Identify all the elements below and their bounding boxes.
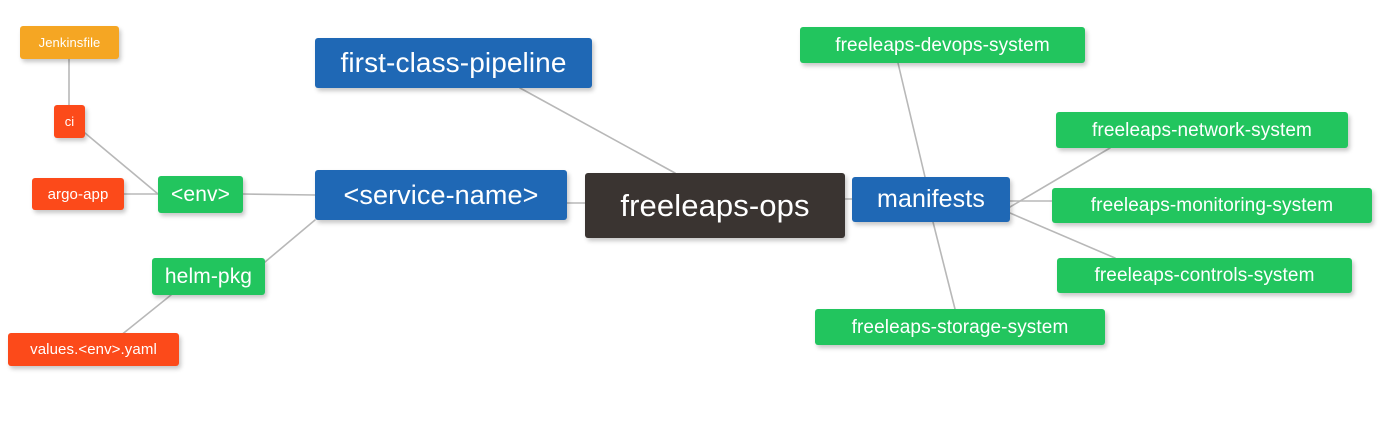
node-freeleaps-devops-system[interactable]: freeleaps-devops-system (800, 27, 1085, 63)
node-label-freeleaps-controls-system: freeleaps-controls-system (1094, 265, 1315, 286)
edge-env-to-service-name (242, 193, 316, 196)
node-label-argo-app: argo-app (47, 185, 109, 203)
node-ci[interactable]: ci (54, 105, 85, 138)
edge-service-name-to-helm-pkg (264, 219, 316, 263)
node-label-jenkinsfile: Jenkinsfile (38, 35, 101, 50)
node-label-freeleaps-network-system: freeleaps-network-system (1092, 119, 1312, 141)
node-freeleaps-monitoring-system[interactable]: freeleaps-monitoring-system (1052, 188, 1372, 223)
edge-manifests-to-freeleaps-devops-system (897, 62, 926, 178)
node-label-ci: ci (64, 114, 75, 129)
node-argo-app[interactable]: argo-app (32, 178, 124, 210)
node-label-first-class-pipeline: first-class-pipeline (340, 47, 567, 78)
node-freeleaps-network-system[interactable]: freeleaps-network-system (1056, 112, 1348, 148)
node-values-yaml[interactable]: values.<env>.yaml (8, 333, 179, 366)
edge-helm-pkg-to-values-yaml (119, 294, 172, 337)
node-service-name[interactable]: <service-name> (315, 170, 567, 220)
node-label-freeleaps-storage-system: freeleaps-storage-system (851, 316, 1069, 338)
edge-manifests-to-freeleaps-storage-system (932, 221, 956, 310)
node-env[interactable]: <env> (158, 176, 243, 213)
node-label-values-yaml: values.<env>.yaml (30, 341, 157, 358)
node-helm-pkg[interactable]: helm-pkg (152, 258, 265, 295)
edge-first-class-pipeline-to-freeleaps-ops (519, 87, 676, 174)
node-freeleaps-controls-system[interactable]: freeleaps-controls-system (1057, 258, 1352, 293)
node-label-service-name: <service-name> (343, 179, 539, 210)
node-label-env: <env> (171, 183, 230, 206)
node-label-helm-pkg: helm-pkg (164, 265, 253, 288)
node-label-freeleaps-devops-system: freeleaps-devops-system (835, 34, 1050, 56)
node-label-manifests: manifests (877, 185, 985, 213)
node-freeleaps-ops[interactable]: freeleaps-ops (585, 173, 845, 238)
node-manifests[interactable]: manifests (852, 177, 1010, 222)
node-label-freeleaps-ops: freeleaps-ops (620, 188, 810, 223)
node-jenkinsfile[interactable]: Jenkinsfile (20, 26, 119, 59)
node-first-class-pipeline[interactable]: first-class-pipeline (315, 38, 592, 88)
node-freeleaps-storage-system[interactable]: freeleaps-storage-system (815, 309, 1105, 345)
node-label-freeleaps-monitoring-system: freeleaps-monitoring-system (1090, 195, 1334, 216)
